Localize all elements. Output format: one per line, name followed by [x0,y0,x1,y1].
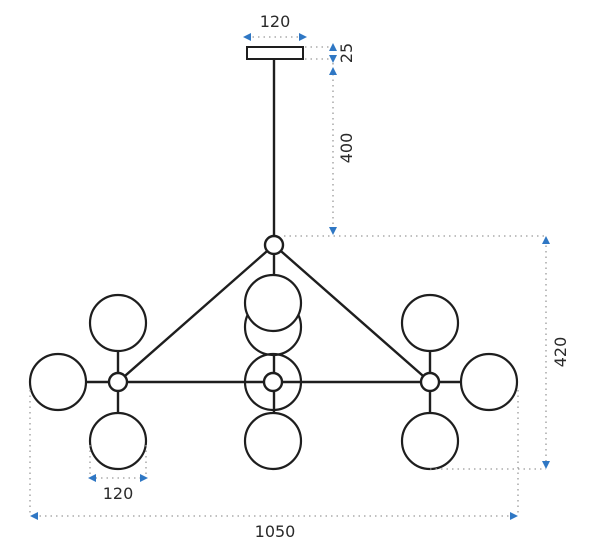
dimension-globe-diameter: 120 [88,445,148,503]
hub-joints [107,234,441,393]
globe-center-top [243,273,303,333]
ceiling-canopy [246,46,304,60]
globe-right-bottom [400,411,460,471]
right-hub [419,371,441,393]
globe-left-top [88,293,148,353]
globe-diameter-label: 120 [103,484,134,503]
globe-right-top [400,293,460,353]
center-hub [262,371,284,393]
globe-left-bottom [88,411,148,471]
canopy-height-label: 25 [337,43,356,63]
dimension-total-height: 420 [284,235,570,470]
dimension-rod-length: 400 [329,63,356,235]
top-hub [263,234,285,256]
left-hub [107,371,129,393]
globe-center-bottom [243,411,303,471]
globe-right-side [459,352,519,412]
total-height-label: 420 [551,337,570,368]
canopy-width-label: 120 [260,12,291,31]
globe-center-front [243,352,303,412]
dimension-canopy-width: 120 [243,12,307,41]
dimension-canopy-height: 25 [305,43,356,63]
rod-length-label: 400 [337,133,356,164]
dimension-total-width: 1050 [29,390,519,541]
globe-left-side [28,352,88,412]
total-width-label: 1050 [255,522,296,541]
globe-shades [28,273,519,471]
